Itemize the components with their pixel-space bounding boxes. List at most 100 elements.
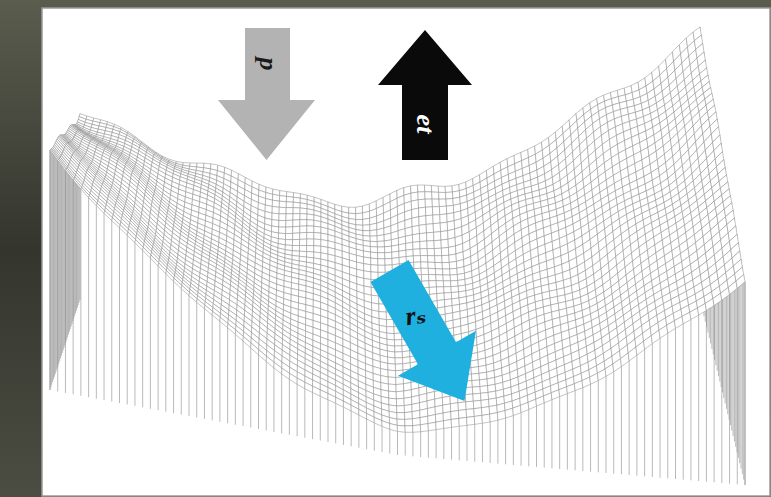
mesh-cell (444, 287, 452, 293)
mesh-cell (442, 262, 450, 269)
skirt-line (706, 310, 707, 481)
mesh-cell (431, 186, 438, 193)
skirt-line (142, 250, 143, 407)
skirt-line (59, 135, 60, 361)
skirt-line (675, 328, 676, 479)
mesh-cell (286, 208, 293, 214)
mesh-cell (428, 256, 435, 263)
skirt-line (243, 341, 244, 426)
skirt-line (490, 422, 491, 463)
mesh-cell (418, 185, 425, 192)
mesh-cell (443, 281, 451, 287)
mesh-cell (421, 274, 429, 281)
mesh-cell (420, 249, 427, 256)
skirt-line (158, 266, 159, 410)
skirt-line (606, 376, 607, 473)
mesh-cell (292, 245, 299, 251)
skirt-line (467, 425, 468, 461)
skirt-line (721, 300, 722, 483)
mesh-cell (272, 213, 279, 220)
panel-frame (42, 8, 770, 496)
skirt-line (613, 372, 614, 474)
mesh-cell (427, 232, 434, 241)
mesh-cell (434, 232, 441, 241)
skirt-line (328, 400, 329, 442)
mesh-cell (307, 232, 314, 239)
mesh-cell (435, 269, 443, 275)
skirt-line (343, 407, 344, 445)
mesh-cell (427, 241, 434, 249)
skirt-line (60, 135, 61, 358)
mesh-cell (378, 265, 385, 272)
mesh-cell (420, 241, 427, 249)
skirt-line (652, 344, 653, 477)
skirt-line (745, 282, 746, 485)
skirt-line (742, 267, 743, 474)
mesh-cell (443, 275, 451, 281)
mesh-cell (442, 255, 450, 262)
skirt-line (644, 349, 645, 476)
mesh-cell (439, 206, 446, 214)
mesh-cell (286, 202, 293, 208)
skirt-line (636, 355, 637, 475)
skirt-line (219, 321, 220, 421)
mesh-cell (385, 252, 392, 259)
mesh-cell (440, 214, 447, 223)
mesh-cell (449, 261, 457, 269)
mesh-cell (279, 220, 286, 227)
mesh-cell (432, 207, 439, 216)
mesh-cell (292, 239, 299, 245)
mesh-cell (432, 199, 439, 207)
mesh-cell (307, 220, 314, 226)
mesh-cell (377, 247, 384, 253)
mesh-cell (428, 268, 436, 274)
mesh-cell (418, 199, 425, 208)
skirt-line (181, 289, 182, 415)
mesh-cell (349, 207, 356, 213)
skirt-line (536, 406, 537, 467)
skirt-line (420, 432, 421, 457)
mesh-cell (451, 292, 459, 299)
mesh-cell (371, 295, 378, 304)
mesh-cell (300, 239, 307, 245)
skirt-line (289, 379, 290, 434)
skirt-line (320, 396, 321, 440)
skirt-line (582, 388, 583, 471)
skirt-face (50, 150, 745, 485)
mesh-cell (439, 199, 446, 207)
mesh-cell (364, 271, 371, 280)
skirt-line (297, 384, 298, 436)
mesh-cell (406, 249, 413, 256)
mesh-cell (434, 240, 441, 248)
skirt-line (621, 367, 622, 475)
mesh-cell (314, 239, 321, 246)
mesh-cell (293, 214, 300, 221)
mesh-cell (293, 220, 300, 227)
mesh-cell (307, 214, 314, 220)
skirt-line (57, 139, 58, 369)
mesh-cell (412, 217, 419, 227)
mesh-cell (425, 199, 432, 207)
skirt-line (412, 432, 413, 456)
mesh-cell (314, 232, 321, 239)
mesh-cell (299, 245, 306, 251)
skirt-line (513, 416, 514, 465)
mesh-cell (440, 222, 447, 232)
skirt-line (51, 148, 52, 384)
mesh-cell (449, 254, 457, 262)
mesh-cell (392, 257, 399, 264)
mesh-cell (272, 200, 279, 207)
mesh-cell (436, 281, 444, 287)
mesh-cell (446, 205, 453, 214)
mesh-cell (433, 223, 440, 232)
mesh-cell (370, 241, 377, 247)
skirt-line (598, 381, 599, 473)
mesh-cell (279, 227, 286, 234)
skirt-line (405, 432, 406, 455)
mesh-cell (272, 207, 279, 214)
mesh-cell (300, 220, 307, 227)
mesh-cell (435, 256, 443, 263)
terrain-surface (50, 27, 745, 432)
mesh-cell (285, 240, 292, 246)
